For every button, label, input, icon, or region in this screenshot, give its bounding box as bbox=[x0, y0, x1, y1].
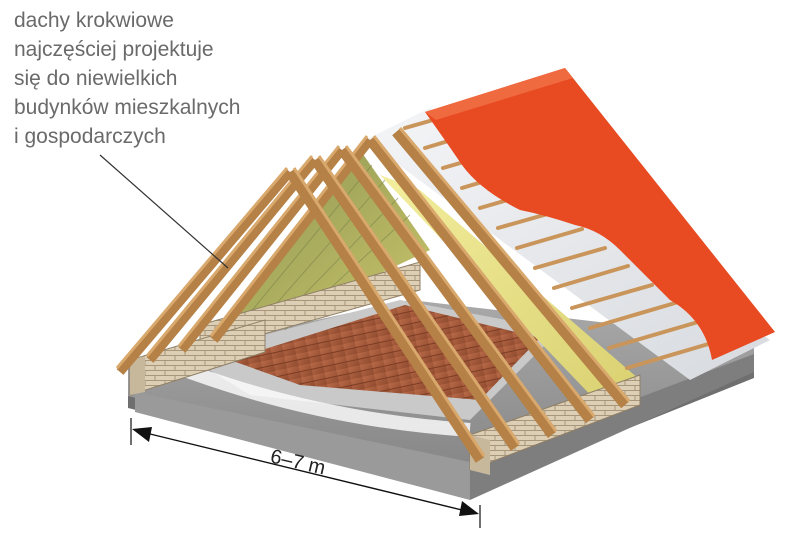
rafters-left-highlight bbox=[115, 135, 369, 369]
dimension-line bbox=[130, 418, 481, 528]
arrowhead-right bbox=[459, 501, 479, 516]
rafters-right bbox=[285, 128, 629, 463]
rafters-right-highlight bbox=[292, 127, 631, 457]
roof-membrane bbox=[365, 108, 770, 380]
roof-covering bbox=[425, 68, 775, 360]
caption-line-4: budynków mieszkalnych bbox=[14, 96, 241, 119]
caption-line-3: się do niewielkich bbox=[14, 67, 178, 90]
caption-line-5: i gospodarczych bbox=[14, 125, 166, 148]
rafters-left bbox=[116, 137, 374, 375]
arrowhead-left bbox=[132, 427, 152, 442]
caption-line-1: dachy krokwiowe bbox=[14, 9, 174, 32]
caption: dachy krokwiowe najczęściej projektuje s… bbox=[14, 6, 314, 151]
caption-line-2: najczęściej projektuje bbox=[14, 38, 214, 61]
wall-left bbox=[129, 319, 266, 396]
leader-line bbox=[99, 154, 229, 269]
